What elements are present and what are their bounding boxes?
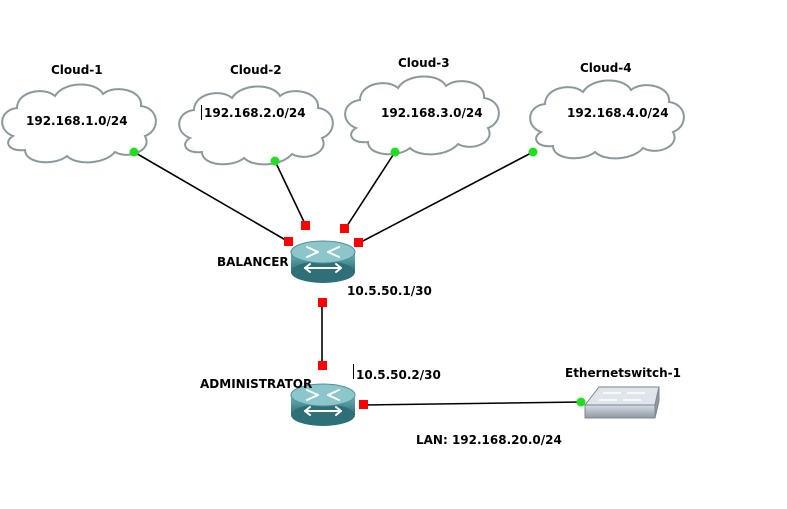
endpoint-ports: [129, 147, 586, 407]
link-cloud3-balancer[interactable]: [344, 151, 396, 230]
link-cloud2-balancer[interactable]: [274, 160, 307, 227]
cloud-node-2[interactable]: [178, 85, 334, 166]
administrator-ip: 10.5.50.2/30: [356, 368, 441, 382]
cloud-2-subnet: 192.168.2.0/24: [204, 106, 306, 120]
cloud-3-label: Cloud-3: [398, 56, 450, 70]
link-administrator-switch[interactable]: [362, 401, 582, 406]
port-administrator-up[interactable]: [318, 361, 327, 370]
balancer-label: BALANCER: [217, 255, 289, 269]
port-cloud3[interactable]: [390, 147, 400, 157]
port-balancer-cloud2[interactable]: [301, 221, 310, 230]
link-cloud1-balancer[interactable]: [133, 151, 290, 243]
text-cursor-mark: [353, 364, 354, 379]
lan-label: LAN: 192.168.20.0/24: [416, 433, 562, 447]
balancer-router-icon[interactable]: [290, 240, 356, 284]
cloud-3-subnet: 192.168.3.0/24: [381, 106, 483, 120]
port-cloud4[interactable]: [528, 147, 538, 157]
port-balancer-cloud4[interactable]: [354, 238, 363, 247]
link-cloud4-balancer[interactable]: [358, 151, 534, 244]
cloud-4-subnet: 192.168.4.0/24: [567, 106, 669, 120]
port-balancer-cloud3[interactable]: [340, 224, 349, 233]
text-cursor-mark: [201, 105, 202, 120]
port-switch[interactable]: [576, 397, 586, 407]
port-balancer-cloud1[interactable]: [284, 237, 293, 246]
router-ports: [284, 221, 368, 409]
port-administrator-lan[interactable]: [359, 400, 368, 409]
cloud-1-subnet: 192.168.1.0/24: [26, 114, 128, 128]
cloud-2-label: Cloud-2: [230, 63, 282, 77]
port-cloud2[interactable]: [270, 156, 280, 166]
balancer-ip: 10.5.50.1/30: [347, 284, 432, 298]
cloud-4-label: Cloud-4: [580, 61, 632, 75]
port-cloud1[interactable]: [129, 147, 139, 157]
switch-label: Ethernetswitch-1: [565, 366, 682, 380]
ethernet-switch-icon[interactable]: [583, 386, 660, 419]
port-balancer-down[interactable]: [318, 298, 327, 307]
links: [133, 151, 582, 406]
cloud-1-label: Cloud-1: [51, 63, 103, 77]
administrator-label: ADMINISTRATOR: [200, 377, 313, 391]
